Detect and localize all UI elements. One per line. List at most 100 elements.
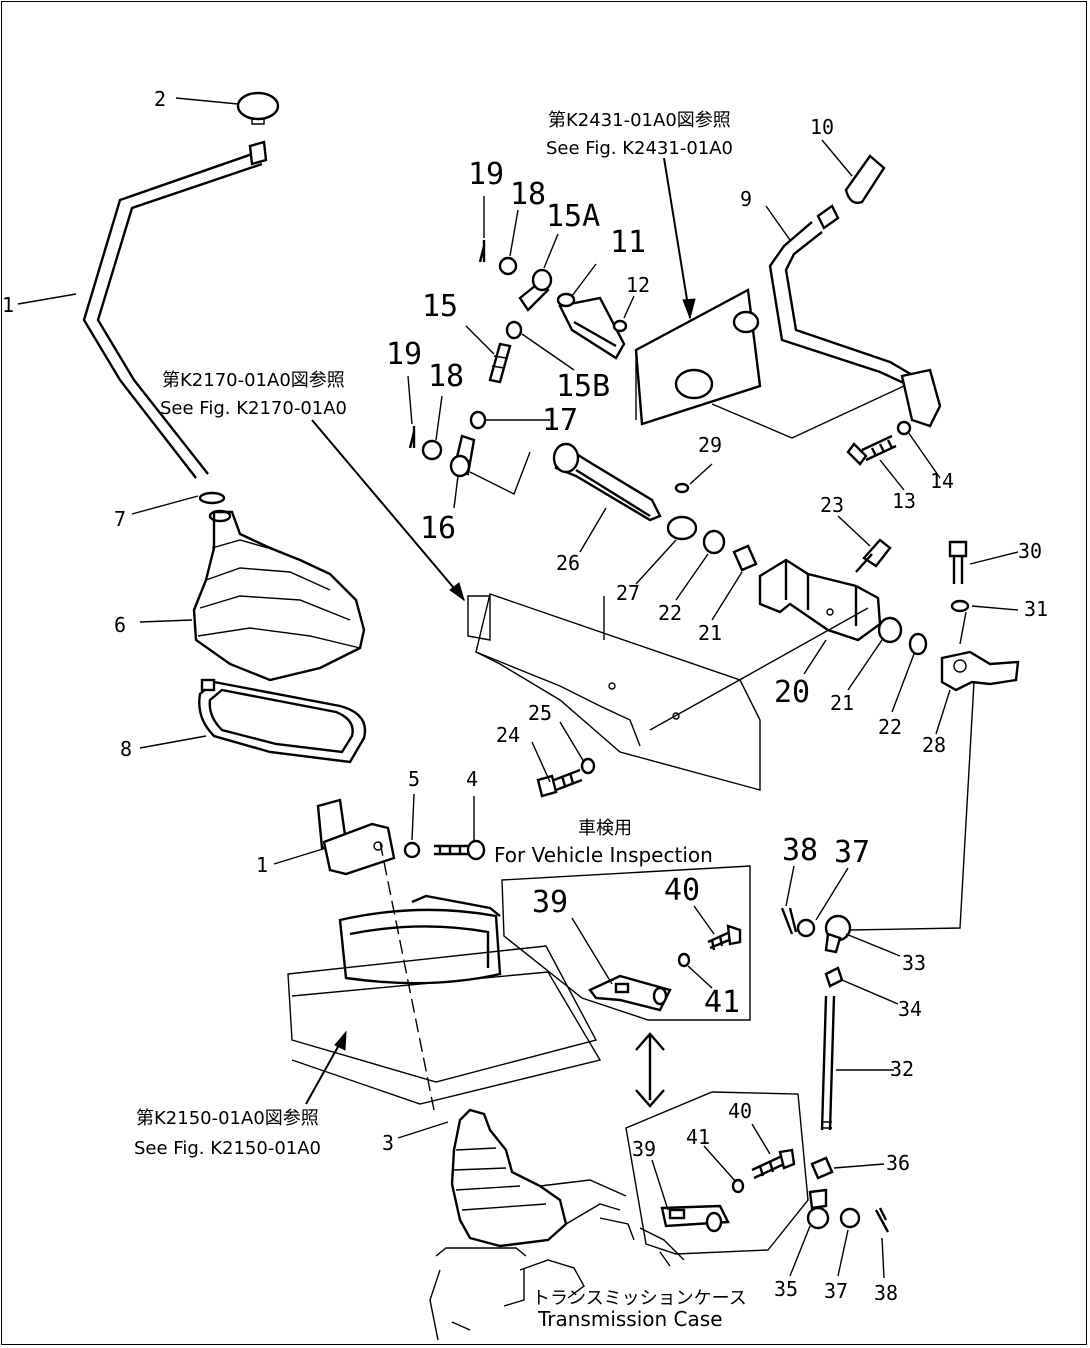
lever-9: [768, 204, 942, 428]
label-8: 8: [120, 737, 132, 761]
label-15: 15: [422, 289, 458, 324]
label-6: 6: [114, 613, 126, 637]
label-39b: 39: [632, 1137, 656, 1161]
housing-link-line: [649, 607, 869, 731]
ref-k2431-en: See Fig. K2431-01A0: [546, 138, 733, 159]
label-37a: 37: [834, 835, 870, 870]
rod-end-35: [806, 1188, 830, 1230]
leader-lines: [17, 97, 1019, 1307]
bolt-30-leader: [959, 611, 967, 645]
lower-lever: [316, 798, 396, 876]
pin-12: [612, 319, 628, 333]
ref-k2170-en: See Fig. K2170-01A0: [160, 398, 347, 419]
ref-k2170-arrowhead: [449, 582, 465, 602]
bolt-24: [536, 768, 583, 798]
rod-32: [820, 995, 836, 1131]
rod-end-link-line: [469, 451, 531, 495]
bracket-plate: [634, 288, 762, 426]
shift-boot: [192, 491, 366, 682]
washer-31: [950, 599, 970, 613]
label-36: 36: [886, 1151, 910, 1175]
label-15a: 15A: [546, 199, 600, 234]
label-11: 11: [610, 225, 646, 260]
rod-link-line: [849, 681, 975, 931]
shift-lever: [82, 140, 268, 479]
label-27: 27: [616, 581, 640, 605]
label-1b: 1: [256, 853, 268, 877]
washer-22a: [702, 529, 726, 555]
nut-18b: [421, 439, 443, 461]
rod-end-15a: [518, 268, 553, 312]
washer-22b: [908, 632, 928, 656]
label-29: 29: [698, 433, 722, 457]
label-35: 35: [774, 1277, 798, 1301]
label-22b: 22: [878, 715, 902, 739]
label-40b: 40: [728, 1099, 752, 1123]
floor-plate: [287, 894, 602, 1105]
label-40a: 40: [664, 873, 700, 908]
label-9: 9: [740, 187, 752, 211]
washer-14: [896, 420, 912, 436]
inspection-jp: 車検用: [578, 818, 632, 839]
nut-37a: [796, 918, 816, 938]
label-30: 30: [1018, 539, 1042, 563]
label-22a: 22: [658, 601, 682, 625]
label-24: 24: [496, 723, 520, 747]
label-28: 28: [922, 733, 946, 757]
ref-k2431-leader: [663, 157, 691, 319]
ref-k2431-jp: 第K2431-01A0図参照: [548, 110, 731, 131]
bushing-21b: [877, 616, 903, 644]
bolt-30: [948, 540, 968, 584]
label-18b: 18: [428, 359, 464, 394]
nut-18a: [498, 256, 518, 276]
label-14: 14: [930, 469, 954, 493]
label-5: 5: [408, 767, 420, 791]
nut-15b: [505, 320, 523, 340]
label-19a: 19: [468, 157, 504, 192]
grease-fitting-23: [855, 538, 892, 573]
rod-end-33: [824, 914, 852, 954]
washer-5: [403, 841, 421, 859]
label-10: 10: [810, 115, 834, 139]
assembly-center-line: [379, 841, 435, 1111]
ref-k2150-arrowhead: [334, 1030, 347, 1051]
interchange-arrow: [635, 1032, 665, 1108]
ref-k2150-jp: 第K2150-01A0図参照: [136, 1108, 319, 1129]
housing-20: [758, 558, 882, 642]
nut-37b: [839, 1207, 861, 1229]
ref-k2150-leader: [305, 1035, 345, 1105]
label-3: 3: [382, 1131, 394, 1155]
label-1a: 1: [2, 293, 14, 317]
label-13: 13: [892, 489, 916, 513]
grip-10: [844, 154, 886, 204]
label-25: 25: [528, 701, 552, 725]
ref-k2170-leader: [311, 419, 465, 601]
label-23: 23: [820, 493, 844, 517]
pin-19b: [408, 426, 416, 449]
washer-25: [580, 757, 596, 775]
label-38b: 38: [874, 1281, 898, 1305]
pin-29: [674, 482, 690, 494]
shift-knob-stem: [251, 118, 265, 125]
nut-17: [469, 410, 487, 430]
label-16: 16: [420, 511, 456, 546]
transmission-en: Transmission Case: [537, 1307, 723, 1331]
label-12: 12: [626, 273, 650, 297]
ref-k2170-jp: 第K2170-01A0図参照: [162, 370, 345, 391]
ref-k2431-arrowhead: [682, 298, 696, 320]
boot-bezel: [198, 678, 367, 764]
label-39a: 39: [532, 885, 568, 920]
bolt-4: [434, 839, 486, 861]
inspection-box: [501, 865, 751, 1021]
label-18a: 18: [510, 177, 546, 212]
label-17: 17: [542, 403, 578, 438]
pin-19a: [478, 240, 486, 263]
washer-27: [666, 515, 698, 541]
label-31: 31: [1024, 597, 1048, 621]
label-2: 2: [154, 87, 166, 111]
lever-9-link-line: [711, 385, 905, 439]
label-15b: 15B: [556, 369, 610, 404]
adjuster-15: [488, 342, 512, 384]
